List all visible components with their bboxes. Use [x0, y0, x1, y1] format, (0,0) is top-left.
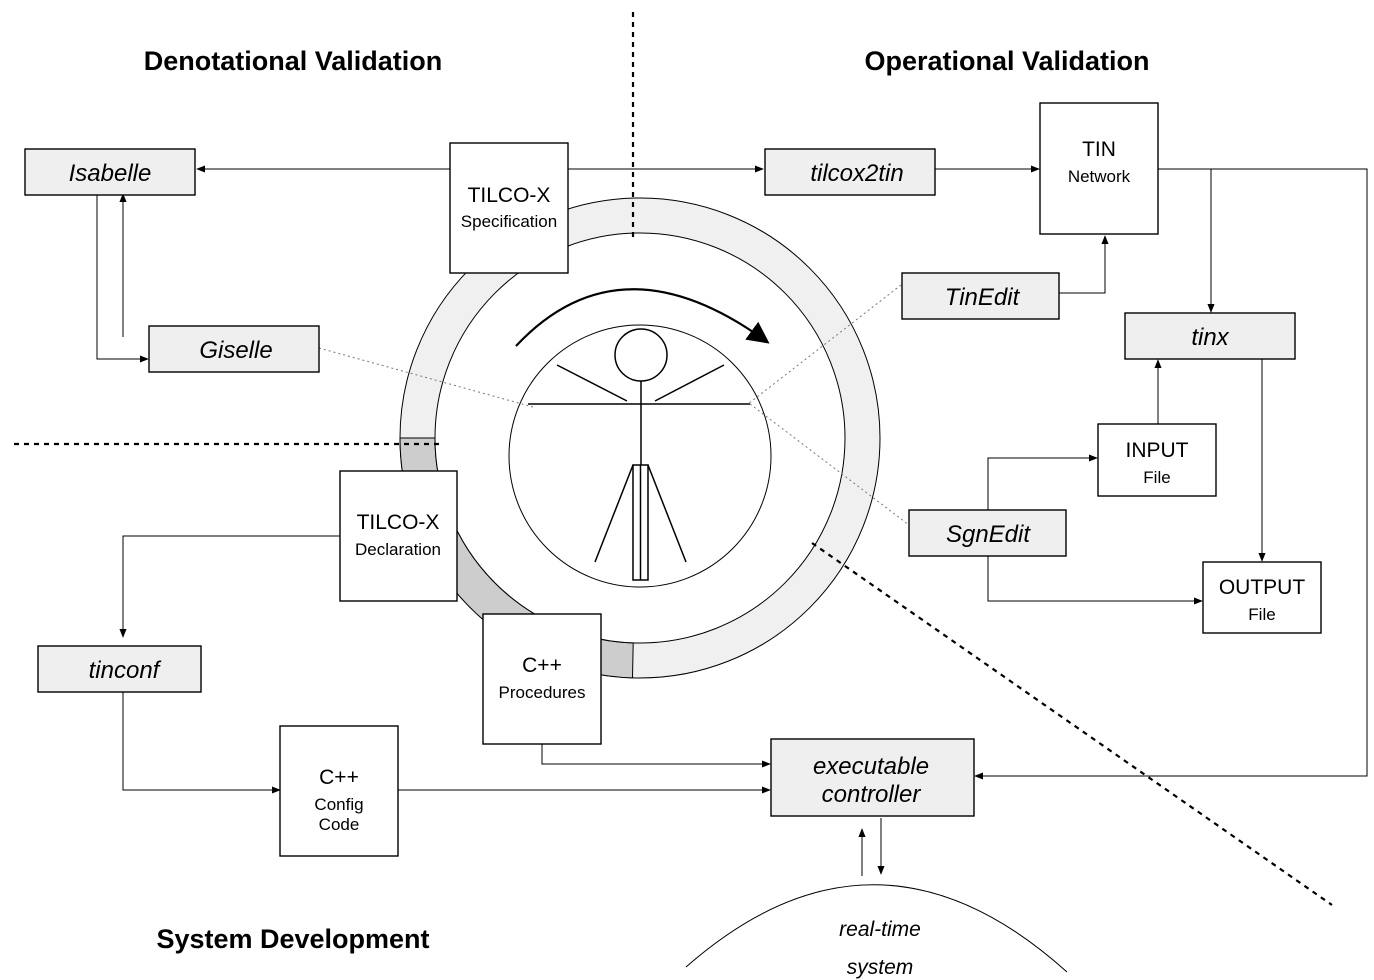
real-time-system: real-time system [685, 884, 1068, 979]
title-system-development: System Development [156, 924, 429, 954]
tinx-label: tinx [1191, 324, 1229, 351]
output-line1: OUTPUT [1219, 576, 1306, 599]
tilco-x-specification: TILCO-X Specification [449, 142, 569, 274]
input-line1: INPUT [1126, 439, 1189, 462]
executable-controller: executable controller [770, 738, 975, 817]
development-wheel [399, 197, 881, 679]
isabelle-label: Isabelle [69, 160, 152, 187]
tool-isabelle: Isabelle [24, 148, 196, 196]
input-file: INPUT File [1097, 423, 1217, 497]
tool-tilcox2tin: tilcox2tin [764, 148, 936, 196]
cpp-conf-line2: Config [314, 795, 363, 814]
tin-line1: TIN [1082, 138, 1116, 161]
tool-tinconf: tinconf [37, 645, 202, 693]
controller-line1: executable [813, 753, 929, 780]
tool-tinedit: TinEdit [901, 272, 1060, 320]
decl-line1: TILCO-X [357, 511, 440, 534]
connectors [96, 165, 1368, 876]
input-line2: File [1143, 468, 1170, 487]
spec-line2: Specification [461, 212, 557, 231]
title-denotational-validation: Denotational Validation [144, 46, 443, 76]
cpp-proc-line2: Procedures [499, 683, 586, 702]
cpp-proc-line1: C++ [522, 654, 562, 677]
real-time-label: real-time [839, 918, 921, 941]
person-figure [528, 328, 750, 581]
sgnedit-label: SgnEdit [946, 521, 1031, 548]
tilcox2tin-label: tilcox2tin [810, 160, 903, 187]
tinconf-label: tinconf [89, 657, 162, 684]
cpp-procedures: C++ Procedures [482, 613, 602, 745]
output-line2: File [1248, 605, 1275, 624]
cpp-config-code: C++ Config Code [279, 725, 399, 857]
cpp-conf-line3: Code [319, 815, 360, 834]
cycle-arrow [515, 288, 770, 347]
decl-line2: Declaration [355, 540, 441, 559]
tool-giselle: Giselle [148, 325, 320, 373]
tool-tinx: tinx [1124, 312, 1296, 360]
title-operational-validation: Operational Validation [864, 46, 1149, 76]
tilco-x-declaration: TILCO-X Declaration [339, 470, 458, 602]
giselle-label: Giselle [199, 337, 272, 364]
tinedit-label: TinEdit [945, 284, 1021, 311]
spec-line1: TILCO-X [468, 184, 551, 207]
tin-network: TIN Network [1039, 102, 1159, 235]
tool-sgnedit: SgnEdit [908, 509, 1067, 557]
output-file: OUTPUT File [1202, 561, 1322, 634]
tin-line2: Network [1068, 167, 1131, 186]
cpp-conf-line1: C++ [319, 766, 359, 789]
system-label: system [847, 956, 914, 979]
controller-line2: controller [822, 781, 922, 808]
